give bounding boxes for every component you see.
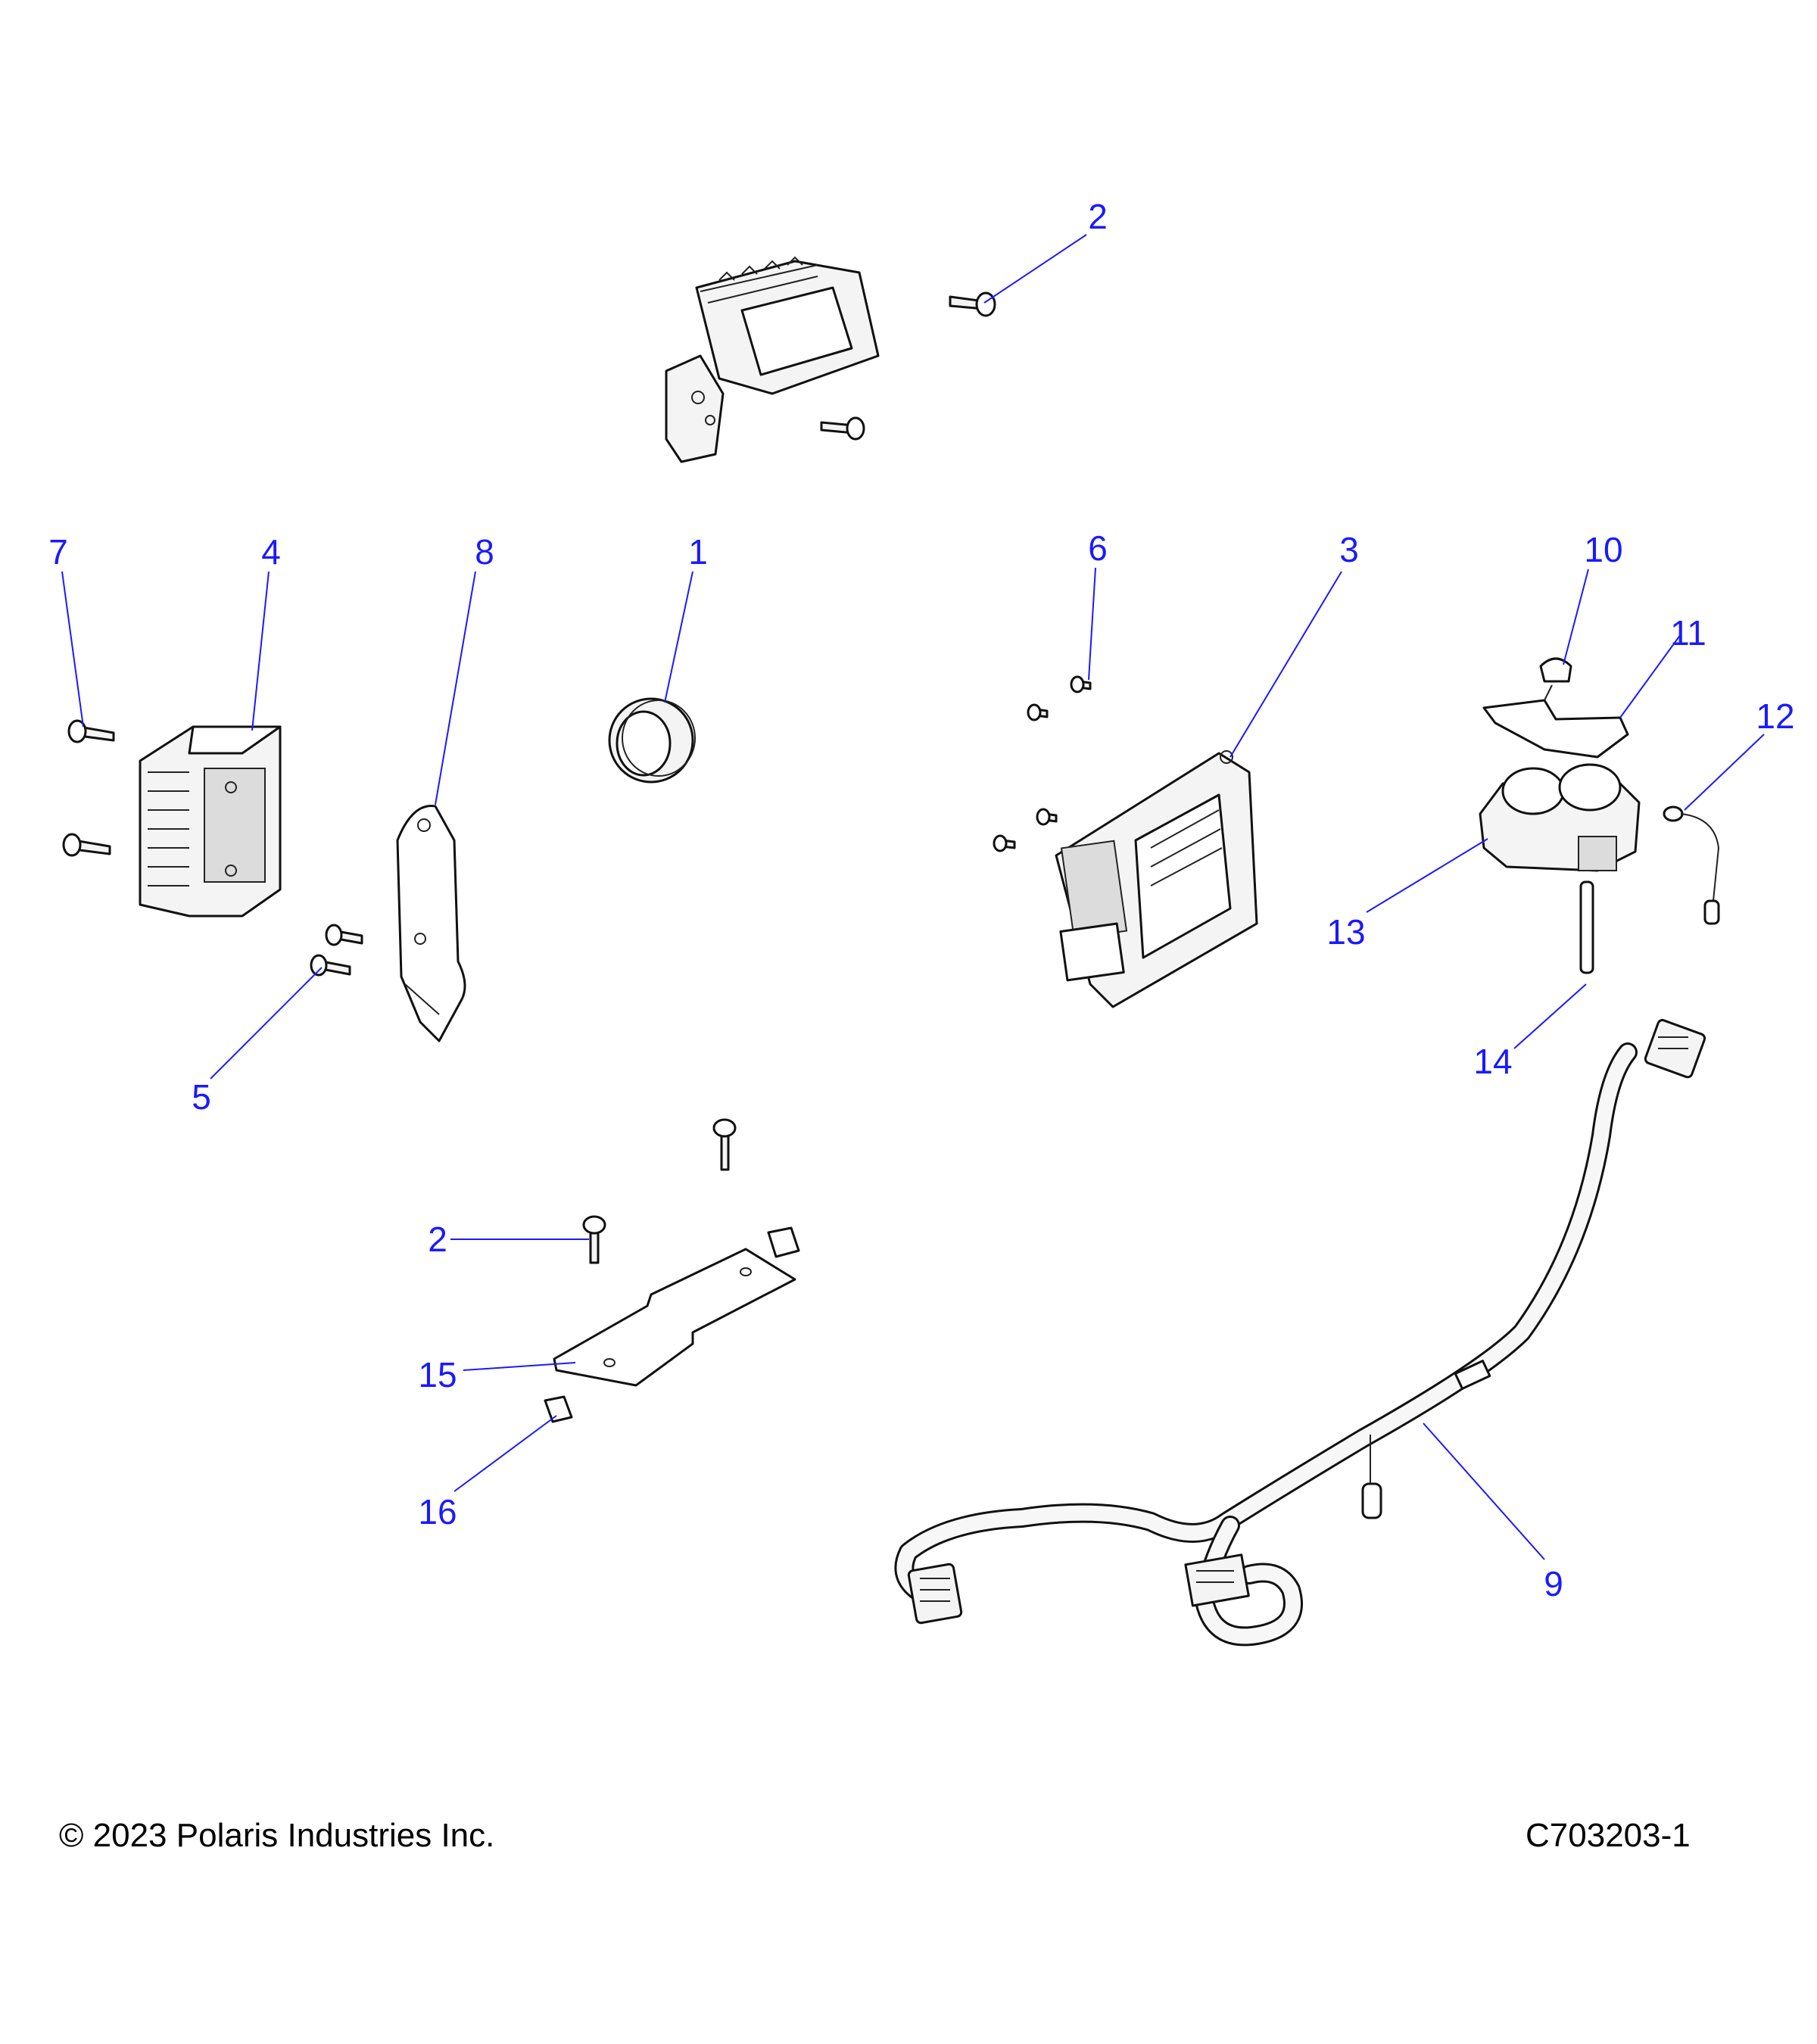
ecu-screw-1: [1070, 675, 1092, 693]
upper-bolt-lower: [820, 416, 865, 441]
callout-12: 12: [1756, 696, 1794, 736]
leader-4: [251, 571, 270, 731]
speed-nut-lower: [544, 1395, 573, 1423]
leader-2a: [983, 234, 1087, 304]
ignition-coil: [1479, 763, 1641, 872]
leader-6: [1088, 567, 1096, 681]
upper-control-module: [665, 256, 880, 463]
callout-1: 1: [688, 532, 708, 572]
lower-bolt-left: [582, 1215, 606, 1264]
leader-lines: [61, 234, 1765, 1560]
bracket-bolt-upper: [325, 924, 363, 946]
bracket-bolt-lower: [310, 954, 351, 977]
speed-nut-upper: [767, 1226, 800, 1258]
callout-16: 16: [418, 1492, 457, 1531]
callout-2-upper: 2: [1088, 197, 1108, 236]
leader-1: [664, 571, 693, 703]
leader-14: [1513, 983, 1587, 1049]
ecu-screw-2: [1027, 703, 1049, 721]
regulator-module: [139, 725, 282, 918]
coil-bracket: [1482, 684, 1629, 759]
copyright-notice: © 2023 Polaris Industries Inc.: [59, 1817, 495, 1854]
callout-8: 8: [475, 532, 494, 572]
leader-7: [61, 571, 84, 728]
callout-15: 15: [418, 1355, 457, 1394]
callout-5: 5: [192, 1077, 211, 1117]
regulator-bolt-upper: [67, 719, 115, 743]
lower-bolt-upper: [712, 1118, 737, 1171]
callout-6: 6: [1088, 528, 1108, 568]
leader-15: [463, 1362, 576, 1371]
leader-11: [1619, 634, 1681, 718]
regulator-bolt-lower: [62, 833, 111, 857]
leader-13: [1366, 838, 1488, 913]
leader-12: [1684, 734, 1765, 811]
ecu-module: [1055, 750, 1258, 1008]
harness-connector-top: [1644, 1019, 1706, 1079]
locating-pin: [1579, 880, 1594, 974]
leader-8: [435, 571, 476, 805]
callout-7: 7: [48, 532, 68, 572]
grommet: [608, 697, 696, 784]
ecu-screw-4: [993, 834, 1016, 852]
harness-connector-center: [1184, 1553, 1250, 1607]
sensor-lead: [1663, 805, 1720, 925]
harness-connector-left: [907, 1563, 963, 1625]
callout-4: 4: [261, 532, 281, 572]
leader-16: [453, 1415, 557, 1492]
callout-labels: 1 2 2 3 4 5 6 7 8 9 10 11 12 13 14 15 16: [48, 197, 1794, 1603]
wire-harness: [894, 1019, 1706, 1647]
callout-9: 9: [1544, 1564, 1563, 1603]
upper-bolt-right: [949, 291, 996, 317]
callout-2-lower: 2: [428, 1220, 447, 1259]
leader-9: [1423, 1422, 1545, 1560]
retaining-nut: [1539, 657, 1572, 683]
callout-10: 10: [1584, 530, 1622, 569]
mounting-bracket: [396, 805, 466, 1042]
callout-11: 11: [1670, 613, 1706, 653]
ecu-screw-3: [1036, 808, 1058, 826]
callout-14: 14: [1473, 1042, 1512, 1081]
diagram-id: C703203-1: [1526, 1817, 1691, 1854]
leader-10: [1563, 569, 1589, 665]
callout-13: 13: [1326, 912, 1365, 952]
callout-3: 3: [1339, 530, 1359, 569]
mounting-plate: [553, 1248, 796, 1387]
leader-5: [210, 967, 323, 1080]
leader-3: [1230, 571, 1342, 758]
